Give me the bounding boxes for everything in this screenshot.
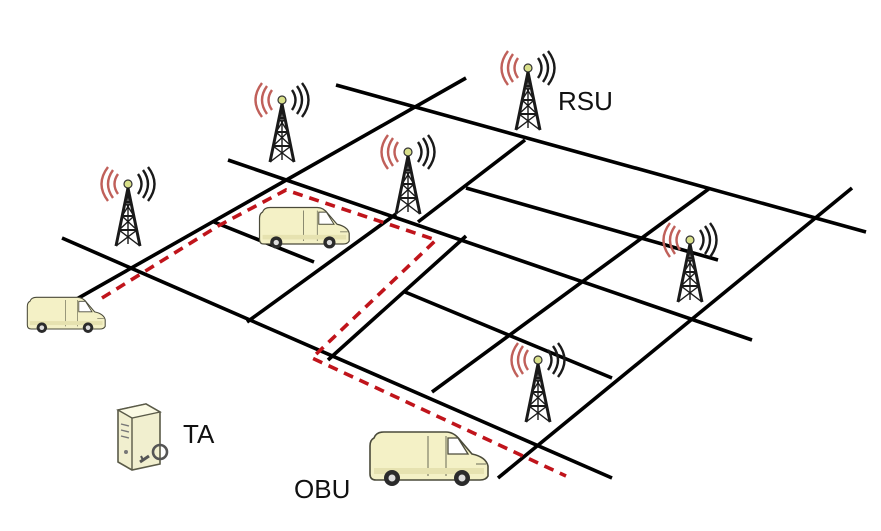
road [465, 186, 719, 262]
rsu-tower-icon [100, 165, 156, 248]
rsu-tower-icon [254, 81, 310, 164]
rsu-tower-icon [380, 133, 436, 216]
road [326, 234, 468, 362]
road [245, 212, 398, 324]
rsu-label: RSU [558, 86, 613, 116]
road [227, 158, 753, 342]
road-grid [61, 76, 867, 480]
van-icon [258, 206, 350, 250]
obu-van-icon [369, 431, 489, 487]
road [74, 76, 467, 302]
road [61, 236, 613, 480]
obu-label: OBU [294, 474, 351, 504]
rsu-tower-icon [662, 221, 718, 304]
road [416, 138, 527, 224]
road [335, 83, 867, 234]
rsu-tower-icon [500, 49, 556, 132]
server-key-icon [116, 403, 169, 471]
road [496, 186, 854, 480]
vehicle-route [101, 188, 567, 478]
ta-label: TA [183, 419, 215, 449]
rsu-tower-icon [510, 341, 566, 424]
van-icon [26, 296, 106, 334]
road [430, 186, 712, 394]
